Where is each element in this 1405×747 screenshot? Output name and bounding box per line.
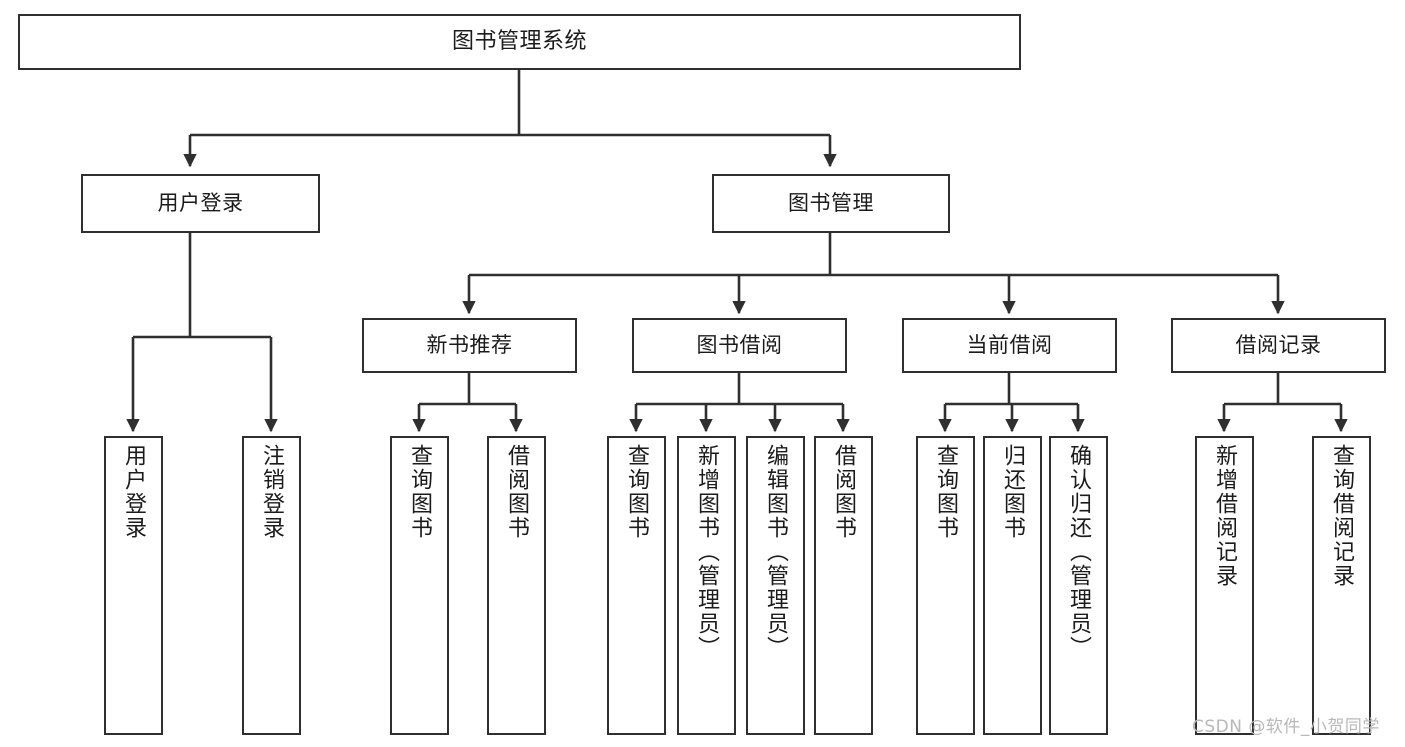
node-leaf-query-book-borrow[interactable]: 查询图书 bbox=[607, 436, 666, 735]
node-label: 图书借阅 bbox=[696, 333, 783, 358]
node-user-login[interactable]: 用户登录 bbox=[81, 174, 320, 233]
node-leaf-borrow-book-borrow[interactable]: 借阅图书 bbox=[814, 436, 873, 735]
node-label: 查询借阅记录 bbox=[1329, 444, 1355, 588]
node-label: 借阅图书 bbox=[831, 444, 857, 540]
csdn-watermark: CSDN @软件_小贺同学 bbox=[1192, 717, 1380, 737]
node-leaf-add-book[interactable]: 新增图书（管理员） bbox=[677, 436, 736, 735]
node-label: 用户登录 bbox=[121, 444, 147, 540]
node-label: 图书管理 bbox=[788, 191, 874, 216]
node-label: 新增借阅记录 bbox=[1212, 444, 1238, 588]
node-leaf-borrow-book-new-book[interactable]: 借阅图书 bbox=[487, 436, 546, 735]
node-book-borrow[interactable]: 图书借阅 bbox=[632, 318, 847, 373]
node-leaf-user-login[interactable]: 用户登录 bbox=[104, 436, 163, 735]
node-label: 查询图书 bbox=[407, 444, 433, 540]
node-current-borrow[interactable]: 当前借阅 bbox=[902, 318, 1117, 373]
node-label: 借阅图书 bbox=[504, 444, 530, 540]
node-borrow-record[interactable]: 借阅记录 bbox=[1171, 318, 1386, 373]
node-leaf-query-borrow-record[interactable]: 查询借阅记录 bbox=[1312, 436, 1371, 735]
node-leaf-query-book-current[interactable]: 查询图书 bbox=[916, 436, 975, 735]
node-leaf-confirm-return[interactable]: 确认归还（管理员） bbox=[1049, 436, 1108, 735]
node-root-book-management-system[interactable]: 图书管理系统 bbox=[18, 14, 1021, 70]
node-label: 新增图书（管理员） bbox=[694, 444, 720, 660]
node-label: 确认归还（管理员） bbox=[1066, 444, 1092, 660]
node-leaf-query-book-new-book[interactable]: 查询图书 bbox=[390, 436, 449, 735]
node-label: 图书管理系统 bbox=[451, 29, 587, 55]
node-label: 借阅记录 bbox=[1235, 333, 1322, 358]
node-leaf-edit-book[interactable]: 编辑图书（管理员） bbox=[746, 436, 805, 735]
node-label: 查询图书 bbox=[624, 444, 650, 540]
node-label: 编辑图书（管理员） bbox=[763, 444, 789, 660]
node-leaf-add-borrow-record[interactable]: 新增借阅记录 bbox=[1195, 436, 1254, 735]
node-label: 用户登录 bbox=[157, 191, 244, 216]
node-new-book-recommend[interactable]: 新书推荐 bbox=[362, 318, 577, 373]
node-leaf-return-book[interactable]: 归还图书 bbox=[983, 436, 1042, 735]
node-label: 注销登录 bbox=[259, 444, 285, 540]
node-label: 新书推荐 bbox=[426, 333, 513, 358]
node-label: 查询图书 bbox=[933, 444, 959, 540]
node-label: 归还图书 bbox=[1000, 444, 1026, 540]
node-leaf-logout[interactable]: 注销登录 bbox=[242, 436, 301, 735]
node-label: 当前借阅 bbox=[966, 333, 1053, 358]
node-book-manage[interactable]: 图书管理 bbox=[712, 174, 950, 233]
